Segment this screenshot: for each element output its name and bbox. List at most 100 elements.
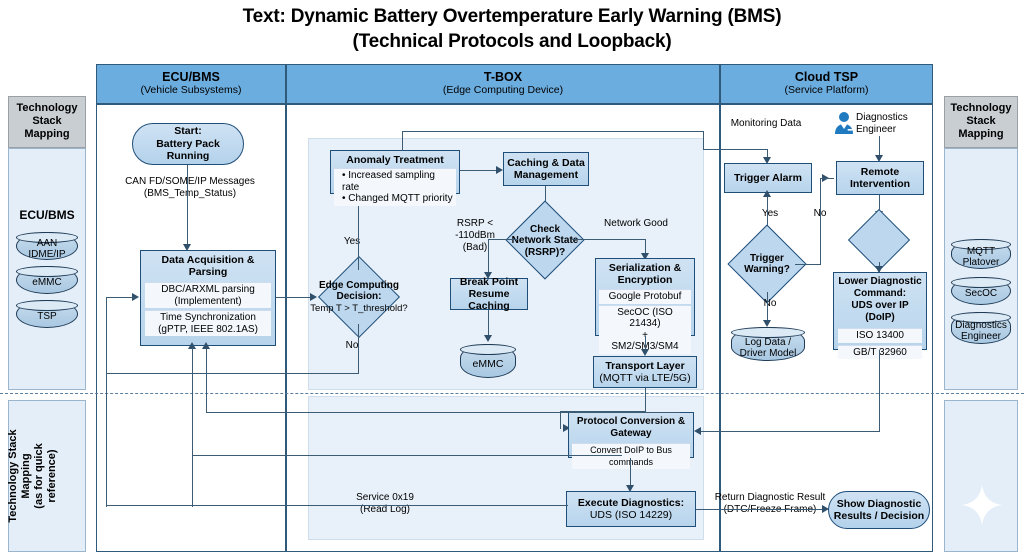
conn-exec-to-ecu: [106, 505, 568, 507]
anomaly-bullet-1-text: Changed MQTT priority: [348, 193, 453, 204]
lower-diag-sub1: ISO 13400: [838, 328, 922, 343]
left-stack-item-1: eMMC: [16, 266, 78, 294]
node-break-point[interactable]: Break Point Resume Caching: [450, 276, 528, 312]
data-acq-sub2-line1: Time Synchronization: [160, 312, 256, 323]
right-stack-item-1-label: SecOC: [964, 288, 998, 299]
edge-label-monitoring-data: Monitoring Data: [730, 118, 802, 129]
node-serialization[interactable]: Serialization & Encryption Google Protob…: [595, 258, 695, 354]
conn-lower-left: [700, 431, 880, 433]
conn-start-to-dataacq: [187, 165, 189, 247]
node-show-results[interactable]: Show Diagnostic Results / Decision: [828, 491, 930, 529]
lpb-line2: Mapping: [20, 453, 32, 499]
section-divider: [0, 393, 1024, 394]
left-panel-header: Technology Stack Mapping: [8, 96, 86, 148]
sparkle-icon: [960, 483, 1004, 527]
conn-warning-no-right: [795, 264, 821, 266]
data-acq-header-line1: Data Acquisition &: [161, 254, 255, 266]
node-start-line2: Battery Pack: [156, 137, 220, 150]
rsrp-line1: RSRP <: [456, 218, 494, 229]
lane-header-tbox: T-BOX (Edge Computing Device): [286, 64, 720, 104]
arrow-exec-to-dataacq: [188, 342, 196, 349]
node-execute-diagnostics[interactable]: Execute Diagnostics: UDS (ISO 14229): [566, 491, 696, 527]
lower-diag-line2: Command:: [853, 288, 907, 299]
node-anomaly-treatment[interactable]: Anomaly Treatment • Increased sampling r…: [330, 150, 460, 206]
node-trigger-warning-label: Trigger Warning?: [727, 250, 807, 278]
node-lower-diagnostic-command[interactable]: Lower Diagnostic Command: UDS over IP (D…: [833, 272, 927, 359]
right-panel-bottom: [944, 400, 1018, 552]
lane-ecu-subtitle: (Vehicle Subsystems): [140, 84, 242, 96]
node-caching[interactable]: Caching & Data Management: [503, 152, 589, 186]
left-panel-header-line3: Mapping: [24, 128, 70, 140]
conn-transport-down: [645, 388, 647, 412]
edge-label-no-trigger-right: No: [808, 208, 832, 220]
anomaly-bullet-0-text: Increased sampling rate: [342, 170, 435, 193]
edge-label-network-good: Network Good: [604, 218, 668, 229]
anomaly-bullets: • Increased sampling rate • Changed MQTT…: [334, 168, 456, 206]
left-panel-header-line1: Technology: [16, 102, 78, 114]
edge-dec-line1: Edge Computing: [319, 279, 399, 291]
right-stack-item-0-line1: MQTT: [966, 246, 996, 257]
arrow-start-to-dataacq: [183, 244, 191, 251]
transport-line2: (MQTT via LTE/5G): [599, 372, 691, 384]
diagnostics-engineer-label: Diagnostics Engineer: [856, 112, 936, 136]
emmc-label: eMMC: [472, 358, 504, 370]
node-log-data[interactable]: Log Data / Driver Model: [731, 327, 805, 361]
node-data-acquisition[interactable]: Data Acquisition & Parsing DBC/ARXML par…: [140, 250, 276, 346]
arrow-protocol-to-exec: [626, 485, 634, 492]
node-remote-intervention[interactable]: Remote Intervention: [836, 161, 924, 195]
conn-warning-no-up: [820, 178, 822, 265]
conn-edge-no-in: [106, 297, 136, 299]
right-stack-item-2-line1: Diagnostics: [955, 320, 1007, 331]
right-panel-header: Technology Stack Mapping: [944, 96, 1018, 148]
left-panel-header-line2: Stack: [32, 115, 62, 127]
person-icon: [833, 111, 855, 135]
data-acq-sub2: Time Synchronization (gPTP, IEEE 802.1AS…: [145, 310, 271, 336]
protocol-header-line1: Protocol Conversion &: [576, 416, 686, 427]
conn-check-good-down: [645, 239, 647, 257]
node-start[interactable]: Start: Battery Pack Running: [132, 123, 244, 165]
data-acq-header: Data Acquisition & Parsing: [141, 251, 275, 280]
conn-caching-to-check: [545, 186, 547, 208]
caching-line2: Management: [513, 169, 579, 181]
right-panel-header-line1: Technology: [950, 102, 1012, 114]
can-fd-line1: CAN FD/SOME/IP Messages: [125, 176, 255, 187]
anomaly-bullet-1: • Changed MQTT priority: [342, 193, 453, 204]
node-protocol-conversion[interactable]: Protocol Conversion & Gateway Convert Do…: [568, 412, 694, 469]
conn-exec-up-ecu: [106, 347, 108, 507]
conn-transport-left: [560, 411, 646, 413]
check-net-line1: Check: [529, 223, 560, 235]
lane-header-ecu: ECU/BMS (Vehicle Subsystems): [96, 64, 286, 104]
right-stack-item-0: MQTT Platover: [951, 239, 1011, 269]
arrow-transport-to-protocol: [563, 424, 570, 432]
conn-dataacq-to-edge: [276, 297, 312, 299]
arrow-dataacq-to-edge: [310, 293, 317, 301]
edge-dec-line3: Temp T > T_threshold?: [310, 302, 408, 314]
conn-edge-no-left: [106, 373, 359, 375]
conn-protocol-to-exec: [630, 458, 632, 488]
conn-lower-down: [879, 350, 881, 432]
conn-return-horiz: [206, 412, 680, 414]
arrow-warning-to-alarm: [763, 190, 771, 197]
rsrp-line3: (Bad): [462, 242, 488, 253]
lpb-line4: reference): [46, 449, 58, 503]
right-panel-body: [944, 148, 1018, 390]
node-trigger-alarm[interactable]: Trigger Alarm: [724, 163, 812, 193]
conn-edge-to-anomaly: [358, 192, 360, 270]
conn-warning-to-alarm: [767, 193, 769, 235]
node-emmc[interactable]: eMMC: [460, 344, 516, 378]
conn-monitor-down: [767, 149, 769, 161]
anomaly-bullet-0: • Increased sampling rate: [342, 170, 435, 193]
node-transport-layer[interactable]: Transport Layer (MQTT via LTE/5G): [593, 356, 697, 388]
trigger-warn-line1: Trigger: [750, 252, 784, 264]
conn-monitor-horiz: [703, 149, 768, 151]
lane-tbox-subtitle: (Edge Computing Device): [442, 84, 564, 96]
arrow-anomaly-to-caching: [496, 166, 503, 174]
transport-labels: Transport Layer (MQTT via LTE/5G): [599, 360, 690, 384]
return-line1: Return Diagnostic Result: [714, 492, 826, 503]
arrow-warning-to-log: [763, 320, 771, 327]
serial-sub2-line1: SecOC (ISO 21434): [617, 306, 673, 330]
conn-transport-into-pc: [560, 411, 562, 429]
conn-anomaly-to-caching: [460, 170, 498, 172]
arrow-monitor-to-alarm: [763, 157, 771, 164]
protocol-header-line2: Gateway: [610, 428, 652, 439]
